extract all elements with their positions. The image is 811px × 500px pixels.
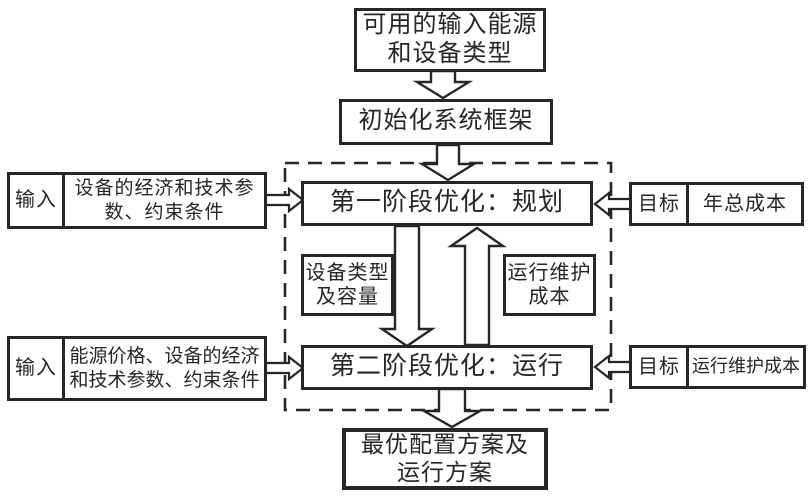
- available-energy-box: 可用的输入能源 和设备类型: [354, 8, 546, 72]
- init-system-label: 初始化系统框架: [358, 108, 534, 135]
- input2-content-cell: 能源价格、设备的经济 和技术参数、约束条件: [65, 339, 264, 398]
- arrow-input1-to-stage1: [263, 186, 305, 214]
- input2-line1: 能源价格、设备的经济: [69, 346, 260, 368]
- input1-label-cell: 输入: [10, 175, 65, 226]
- arrow-init-to-stage1: [417, 143, 479, 182]
- om-cost-box: 运行维护 成本: [503, 254, 596, 316]
- input2-line2: 和技术参数、约束条件: [69, 369, 260, 391]
- output-line2: 运行方案: [397, 460, 493, 485]
- device-capacity-line2: 及容量: [316, 286, 379, 308]
- device-capacity-line1: 设备类型: [305, 261, 390, 284]
- goal1-label-cell: 目标: [632, 185, 689, 223]
- stage2-label: 第二阶段优化：运行: [329, 353, 564, 381]
- device-capacity-box: 设备类型 及容量: [301, 254, 394, 316]
- init-system-box: 初始化系统框架: [339, 99, 553, 145]
- input1-box: 输入 设备的经济和技术参 数、约束条件: [7, 172, 267, 229]
- available-energy-line1: 可用的输入能源: [362, 11, 538, 38]
- goal1-value-cell: 年总成本: [689, 185, 801, 223]
- arrow-stage1-to-stage2: [378, 224, 436, 348]
- stage1-box: 第一阶段优化：规划: [301, 181, 593, 226]
- goal2-label: 目标: [638, 355, 680, 378]
- input2-box: 输入 能源价格、设备的经济 和技术参数、约束条件: [7, 336, 267, 401]
- goal1-box: 目标 年总成本: [629, 182, 804, 226]
- input2-label-cell: 输入: [10, 339, 65, 398]
- arrow-input2-to-stage2: [263, 354, 305, 382]
- stage1-label: 第一阶段优化：规划: [329, 189, 564, 217]
- output-box: 最优配置方案及 运行方案: [342, 428, 548, 490]
- input1-line1: 设备的经济和技术参: [74, 178, 255, 200]
- input1-line2: 数、约束条件: [104, 201, 225, 223]
- goal2-value: 运行维护成本: [692, 356, 800, 377]
- goal2-label-cell: 目标: [632, 348, 689, 386]
- stage2-box: 第二阶段优化：运行: [301, 345, 593, 390]
- om-cost-line2: 成本: [528, 286, 571, 308]
- goal2-value-cell: 运行维护成本: [689, 348, 803, 386]
- arrow-stage2-to-stage1: [447, 226, 507, 347]
- available-energy-line2: 和设备类型: [387, 41, 513, 67]
- om-cost-line1: 运行维护: [507, 261, 592, 284]
- input1-content-cell: 设备的经济和技术参 数、约束条件: [65, 175, 264, 226]
- input2-label: 输入: [15, 357, 57, 380]
- goal1-label: 目标: [638, 192, 680, 215]
- goal2-box: 目标 运行维护成本: [629, 345, 806, 389]
- input1-label: 输入: [15, 189, 57, 212]
- arrow-available-to-init: [412, 69, 474, 100]
- arrow-stage2-to-output: [419, 387, 485, 429]
- output-line1: 最优配置方案及: [361, 431, 529, 457]
- goal1-value: 年总成本: [703, 192, 787, 215]
